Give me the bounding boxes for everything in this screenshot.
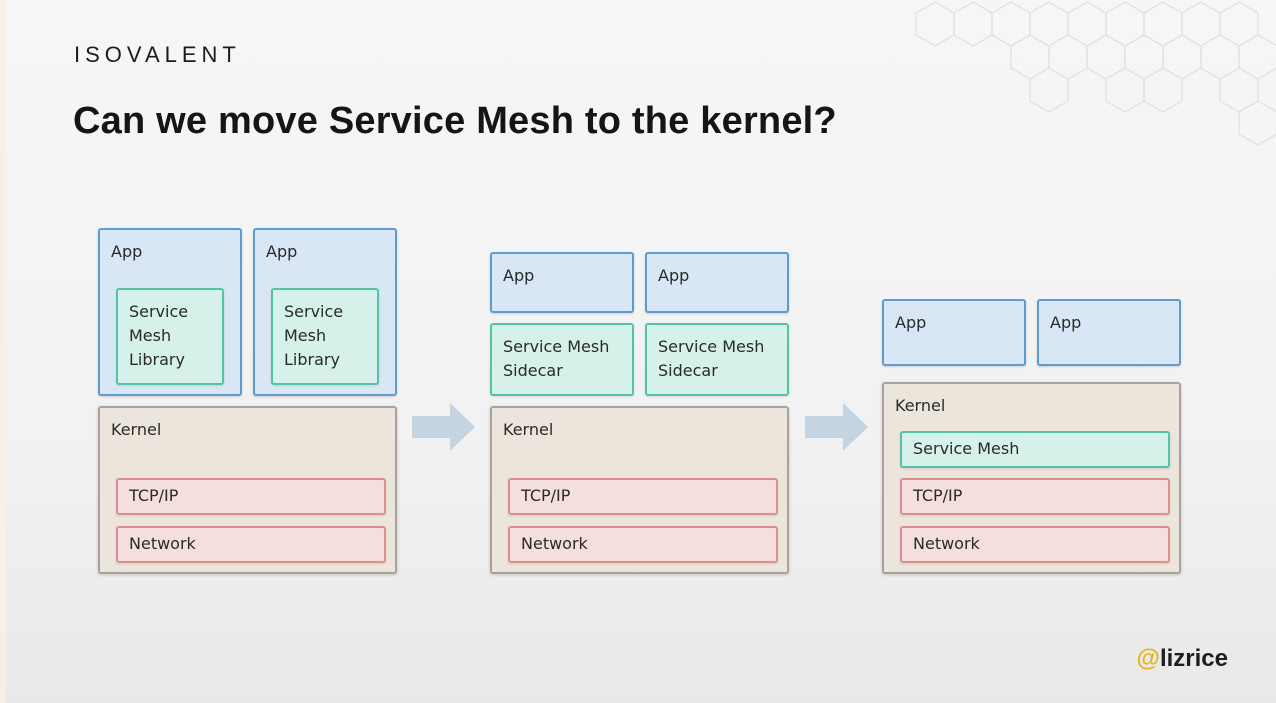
at-symbol: @: [1136, 645, 1160, 672]
app-label: App: [111, 242, 143, 261]
app-label: App: [1050, 313, 1082, 332]
app-label: App: [658, 266, 690, 285]
slide-edge: [0, 0, 6, 703]
kernel-label: Kernel: [895, 396, 946, 415]
kernel-label: Kernel: [111, 420, 162, 439]
handle-name: lizrice: [1159, 645, 1228, 672]
app-label: App: [503, 266, 535, 285]
network-label: Network: [129, 534, 196, 553]
app-box: App Service Mesh Library: [98, 228, 242, 396]
network-box: Network: [508, 526, 778, 563]
kernel-box: Kernel TCP/IP Network: [490, 406, 789, 574]
app-box: App Service Mesh Library: [253, 228, 397, 396]
network-box: Network: [900, 526, 1170, 563]
isovalent-logo: ISOVALENT: [74, 42, 241, 67]
tcpip-label: TCP/IP: [521, 486, 571, 505]
tcpip-label: TCP/IP: [913, 486, 963, 505]
app-box: App: [1037, 299, 1181, 366]
service-mesh-sidecar-box: Service Mesh Sidecar: [490, 323, 634, 396]
kernel-box: Kernel Service Mesh TCP/IP Network: [882, 382, 1181, 574]
arrow-right-icon: [412, 403, 475, 451]
network-box: Network: [116, 526, 386, 563]
app-label: App: [895, 313, 927, 332]
service-mesh-library-box: Service Mesh Library: [271, 288, 379, 385]
service-mesh-library-box: Service Mesh Library: [116, 288, 224, 385]
tcpip-label: TCP/IP: [129, 486, 179, 505]
service-mesh-box: Service Mesh: [900, 431, 1170, 468]
arrow-right-icon: [805, 403, 868, 451]
hexagon-pattern-decoration: [915, 1, 1276, 146]
tcpip-box: TCP/IP: [900, 478, 1170, 515]
tcpip-box: TCP/IP: [508, 478, 778, 515]
service-mesh-library-label: Service Mesh Library: [129, 302, 189, 369]
app-box: App: [882, 299, 1026, 366]
kernel-box: Kernel TCP/IP Network: [98, 406, 397, 574]
service-mesh-sidecar-label: Service Mesh Sidecar: [503, 337, 610, 380]
network-label: Network: [913, 534, 980, 553]
service-mesh-sidecar-box: Service Mesh Sidecar: [645, 323, 789, 396]
kernel-label: Kernel: [503, 420, 554, 439]
network-label: Network: [521, 534, 588, 553]
service-mesh-sidecar-label: Service Mesh Sidecar: [658, 337, 765, 380]
slide-title: Can we move Service Mesh to the kernel?: [73, 100, 837, 142]
service-mesh-library-label: Service Mesh Library: [284, 302, 344, 369]
twitter-handle: @lizrice: [1137, 645, 1228, 673]
service-mesh-label: Service Mesh: [913, 439, 1020, 458]
app-label: App: [266, 242, 298, 261]
app-box: App: [490, 252, 634, 313]
app-box: App: [645, 252, 789, 313]
tcpip-box: TCP/IP: [116, 478, 386, 515]
